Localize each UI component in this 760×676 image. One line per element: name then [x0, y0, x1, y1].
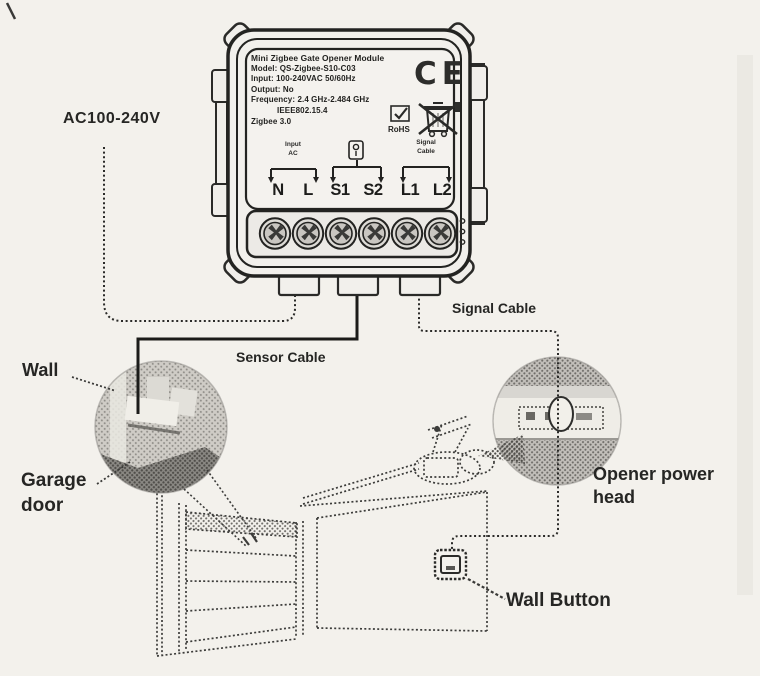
signal-group-label-line1: Signal [416, 139, 436, 146]
screw-terminals [258, 217, 457, 250]
terminal-S1: S1 [330, 181, 350, 199]
ce-mark-icon: CE [414, 56, 468, 92]
callout-leaders [71, 376, 506, 600]
garage-door-label: Garage door [21, 470, 87, 516]
screw-terminal [258, 217, 292, 250]
rohs-icon [390, 105, 410, 122]
screw-terminal [291, 217, 325, 250]
wall-button-label: Wall Button [506, 590, 611, 611]
weee-bin-icon [418, 102, 460, 138]
screw-terminal [423, 217, 457, 250]
module-label-text: Mini Zigbee Gate Opener Module Model: QS… [251, 53, 423, 127]
wires [103, 147, 559, 551]
module-ieee-standard: IEEE802.15.4 [277, 105, 328, 115]
terminal-L1: L1 [400, 181, 420, 199]
signal-cable-label: Signal Cable [452, 300, 537, 316]
module-frequency: Frequency: 2.4 GHz-2.484 GHz [251, 95, 370, 105]
terminal-L2: L2 [432, 181, 452, 199]
scan-artifacts [5, 2, 753, 595]
terminal-L: L [303, 181, 313, 199]
module-input-rating: Input: 100-240VAC 50/60Hz [251, 74, 356, 84]
screw-terminal [324, 217, 358, 250]
opener-power-head-label: Opener power head [593, 464, 715, 507]
wall-label: Wall [22, 360, 59, 380]
screw-terminal [390, 217, 424, 250]
rohs-label: RoHS [388, 125, 410, 134]
indicator-dots [459, 218, 466, 245]
input-group-label-line1: Input [285, 141, 301, 148]
module-output-rating: Output: No [251, 84, 294, 94]
garage-scene-drawing [156, 415, 495, 657]
sensor-cable-label: Sensor Cable [236, 349, 326, 365]
ac-power-label: AC100-240V [63, 110, 161, 127]
module-zigbee-version: Zigbee 3.0 [251, 116, 292, 126]
screw-terminal [357, 217, 391, 250]
wall-sensor-inset [94, 360, 257, 547]
terminal-brackets [270, 160, 450, 178]
ac-power-wire [103, 147, 296, 322]
opener-head-inset [478, 356, 622, 486]
terminal-S2: S2 [363, 181, 383, 199]
gate-sensor-icon [348, 140, 364, 160]
input-group-label-line2: AC [288, 150, 298, 157]
module-title: Mini Zigbee Gate Opener Module [251, 53, 385, 63]
signal-cable-wire [418, 294, 559, 551]
terminal-N: N [272, 181, 284, 199]
sensor-cable-wire [136, 294, 359, 414]
zigbee-module [211, 22, 488, 297]
module-model: Model: QS-Zigbee-S10-C03 [251, 63, 356, 73]
signal-group-label-line2: Cable [417, 148, 435, 155]
wall-button [433, 548, 468, 581]
